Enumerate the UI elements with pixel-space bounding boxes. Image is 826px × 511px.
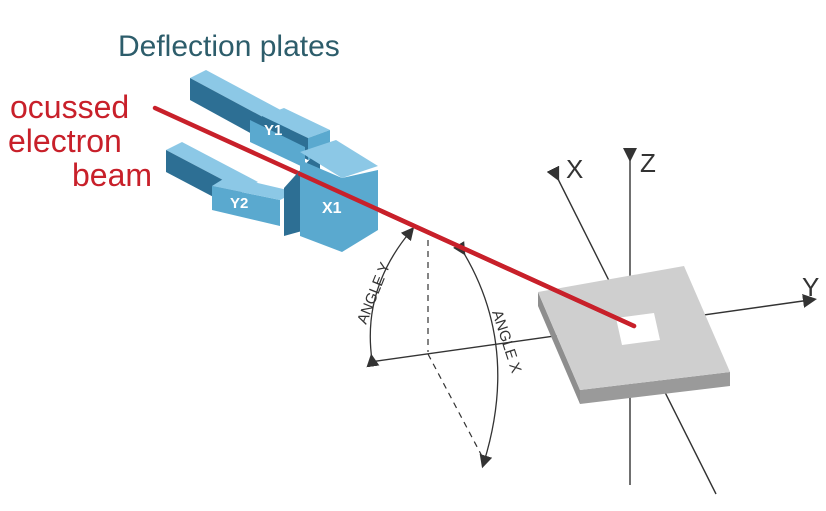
axis-label-z: Z xyxy=(640,148,656,178)
angle-y-arc xyxy=(366,226,415,368)
x1-top xyxy=(300,140,378,178)
screen-front-side xyxy=(580,372,730,404)
angle-x-arc xyxy=(453,241,499,469)
plate-label-y2: Y2 xyxy=(230,195,248,212)
beam-label-line-2: electron xyxy=(8,123,122,159)
projection-dashed-diagonal xyxy=(427,353,485,461)
angle-y-label: ANGLE Y xyxy=(354,260,394,326)
deflection-plates xyxy=(166,70,378,252)
electron-beam-front xyxy=(297,171,637,329)
screen-left-side xyxy=(538,292,580,404)
y2-top xyxy=(212,176,296,200)
upper-prong-top xyxy=(190,70,290,123)
axis-label-x: X xyxy=(566,154,583,184)
plate-label-y1: Y1 xyxy=(264,122,282,139)
y1-face xyxy=(250,120,305,168)
title-deflection-plates: Deflection plates xyxy=(118,30,340,63)
y1-block-top xyxy=(262,108,330,138)
beam-label-line-3: beam xyxy=(72,157,152,193)
screen-hole xyxy=(616,313,660,345)
y2-face xyxy=(212,186,280,226)
screen-plate xyxy=(538,266,730,404)
plate-label-x1: X1 xyxy=(322,200,342,217)
beam-label-line-1: ocussed xyxy=(10,89,129,125)
axis-label-y: Y xyxy=(802,272,819,302)
